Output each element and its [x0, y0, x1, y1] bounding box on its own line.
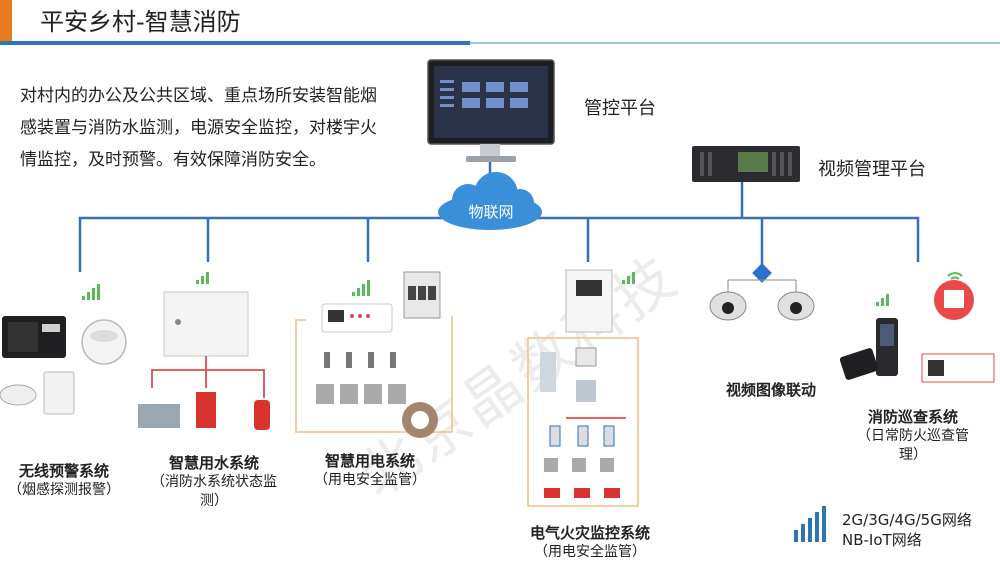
- signal-icon-3: [352, 280, 370, 296]
- heat-detector-icon: [0, 384, 37, 406]
- system-smart-power: 智慧用电系统 （用电安全监管）: [300, 450, 440, 490]
- signal-icon-5: [876, 294, 889, 306]
- system-title: 电气火灾监控系统: [529, 524, 650, 542]
- system-video-linkage: 视频图像联动: [716, 380, 826, 400]
- electrical-fire-devices: [527, 269, 639, 507]
- title-divider-light: [470, 42, 1000, 44]
- signal-icon-2: [196, 272, 209, 284]
- system-smart-water: 智慧用水系统 （消防水系统状态监测）: [150, 452, 278, 511]
- signal-icon-1: [82, 284, 100, 300]
- system-title: 无线预警系统: [18, 462, 109, 480]
- signal-icon-4: [622, 272, 635, 284]
- legend-signal-icon: [794, 506, 826, 542]
- video-platform-label: 视频管理平台: [818, 159, 926, 180]
- current-sensor-icons: [316, 352, 406, 404]
- legend-line-cellular: 2G/3G/4G/5G网络: [842, 511, 972, 529]
- system-subtitle: （消防水系统状态监测）: [151, 474, 277, 509]
- intro-text: 对村内的办公及公共区域、重点场所安装智能烟感装置与消防水监测，电源安全监控，对楼…: [20, 86, 377, 170]
- video-camera-devices: [709, 263, 815, 321]
- legend-line-nbiot: NB-IoT网络: [842, 531, 922, 549]
- system-fire-patrol: 消防巡查系统 （日常防火巡查管理）: [852, 406, 974, 465]
- system-subtitle: （日常防火巡查管理）: [857, 428, 969, 463]
- power-system-devices: [295, 271, 453, 438]
- switch-icon: [752, 263, 772, 283]
- system-title: 智慧用水系统: [168, 454, 259, 472]
- control-platform-label: 管控平台: [584, 98, 656, 119]
- system-wireless-alarm: 无线预警系统 （烟感探测报警）: [0, 460, 128, 500]
- system-title: 视频图像联动: [725, 381, 816, 399]
- system-subtitle: （用电安全监管）: [534, 544, 646, 560]
- water-system-devices: [138, 291, 270, 430]
- page-title: 平安乡村-智慧消防: [40, 8, 241, 36]
- water-tank-icon: [138, 404, 180, 428]
- title-accent-bar: [0, 0, 12, 42]
- system-subtitle: （烟感探测报警）: [8, 482, 120, 498]
- patrol-devices: [839, 272, 995, 383]
- alarm-panel-icon: [43, 371, 75, 415]
- hydrant-icon: [254, 400, 270, 430]
- network-legend: 2G/3G/4G/5G网络 NB-IoT网络: [842, 510, 972, 550]
- title-divider: [0, 41, 470, 45]
- patrol-reader-icon: [839, 348, 879, 380]
- signal-icons: [82, 272, 889, 306]
- fire-monitor-host-icon: [565, 269, 613, 333]
- system-title: 消防巡查系统: [867, 408, 958, 426]
- iot-cloud-icon: [438, 172, 542, 230]
- control-monitor-icon: [427, 59, 555, 162]
- system-electrical-fire: 电气火灾监控系统 （用电安全监管）: [510, 522, 670, 562]
- video-nvr-icon: [692, 146, 800, 182]
- valve-icon: [196, 392, 216, 428]
- system-subtitle: （用电安全监管）: [314, 472, 426, 488]
- system-title: 智慧用电系统: [324, 452, 415, 470]
- wireless-alarm-devices: [0, 316, 127, 415]
- iot-cloud-label: 物联网: [468, 203, 514, 221]
